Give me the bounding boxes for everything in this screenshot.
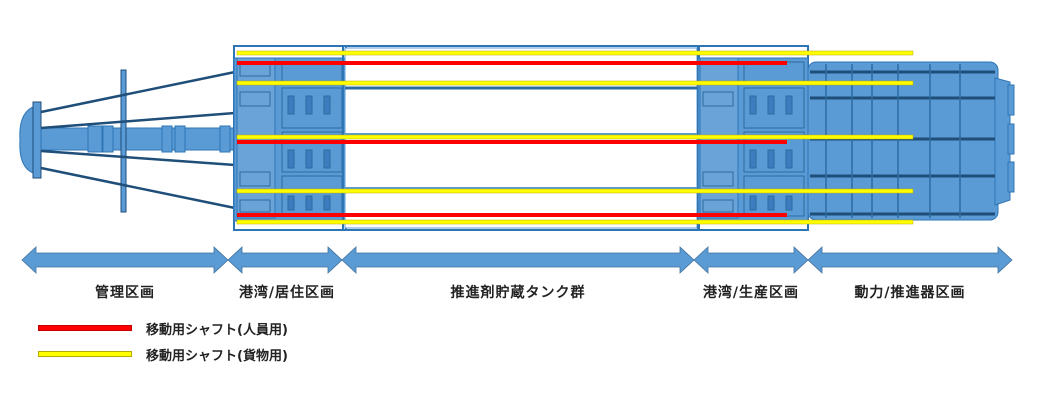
legend-label: 移動用シャフト(人員用) [146,322,288,338]
central-spine [40,127,237,151]
spine-ring [161,125,173,153]
span-arrow-propellant-tanks [341,246,695,274]
personnel-shafts [237,61,787,217]
power-propulsion-section [807,61,1015,221]
section-label-power-propulsion: 動力/推進器区画 [854,285,966,301]
cargo-shaft [236,219,914,225]
section-label-management: 管理区画 [95,285,155,301]
cargo-shafts [236,50,914,225]
section-label-propellant-tanks: 推進剤貯蔵タンク群 [450,285,586,301]
span-arrow-management [21,246,229,274]
dish-collar [32,101,42,179]
spine-ring [174,125,186,153]
personnel-shaft [237,140,787,144]
span-arrow-port-residential [227,246,343,274]
spine-ring [219,125,231,153]
cargo-shaft [236,188,914,194]
legend-personnel-shaft: 移動用シャフト(人員用) [38,318,288,338]
cargo-shaft [236,80,914,86]
personnel-shaft-swatch [38,325,132,331]
personnel-shaft [237,61,787,65]
cargo-shaft-swatch [38,351,132,357]
strut-ring [120,69,127,213]
spine-ring [87,125,103,153]
management-section [19,69,237,213]
section-label-port-residential: 港湾/居住区画 [238,285,336,301]
cargo-shaft [236,50,914,56]
legend-cargo-shaft: 移動用シャフト(貨物用) [38,344,288,364]
span-arrow-power-propulsion [807,246,1013,274]
legend-label: 移動用シャフト(貨物用) [146,348,288,364]
section-arrows [21,246,1013,274]
section-label-port-production: 港湾/生産区画 [702,285,800,301]
struts [40,70,236,210]
spine-ring [102,125,114,153]
cargo-shaft [236,134,914,140]
personnel-shaft [237,213,787,217]
span-arrow-port-production [693,246,809,274]
